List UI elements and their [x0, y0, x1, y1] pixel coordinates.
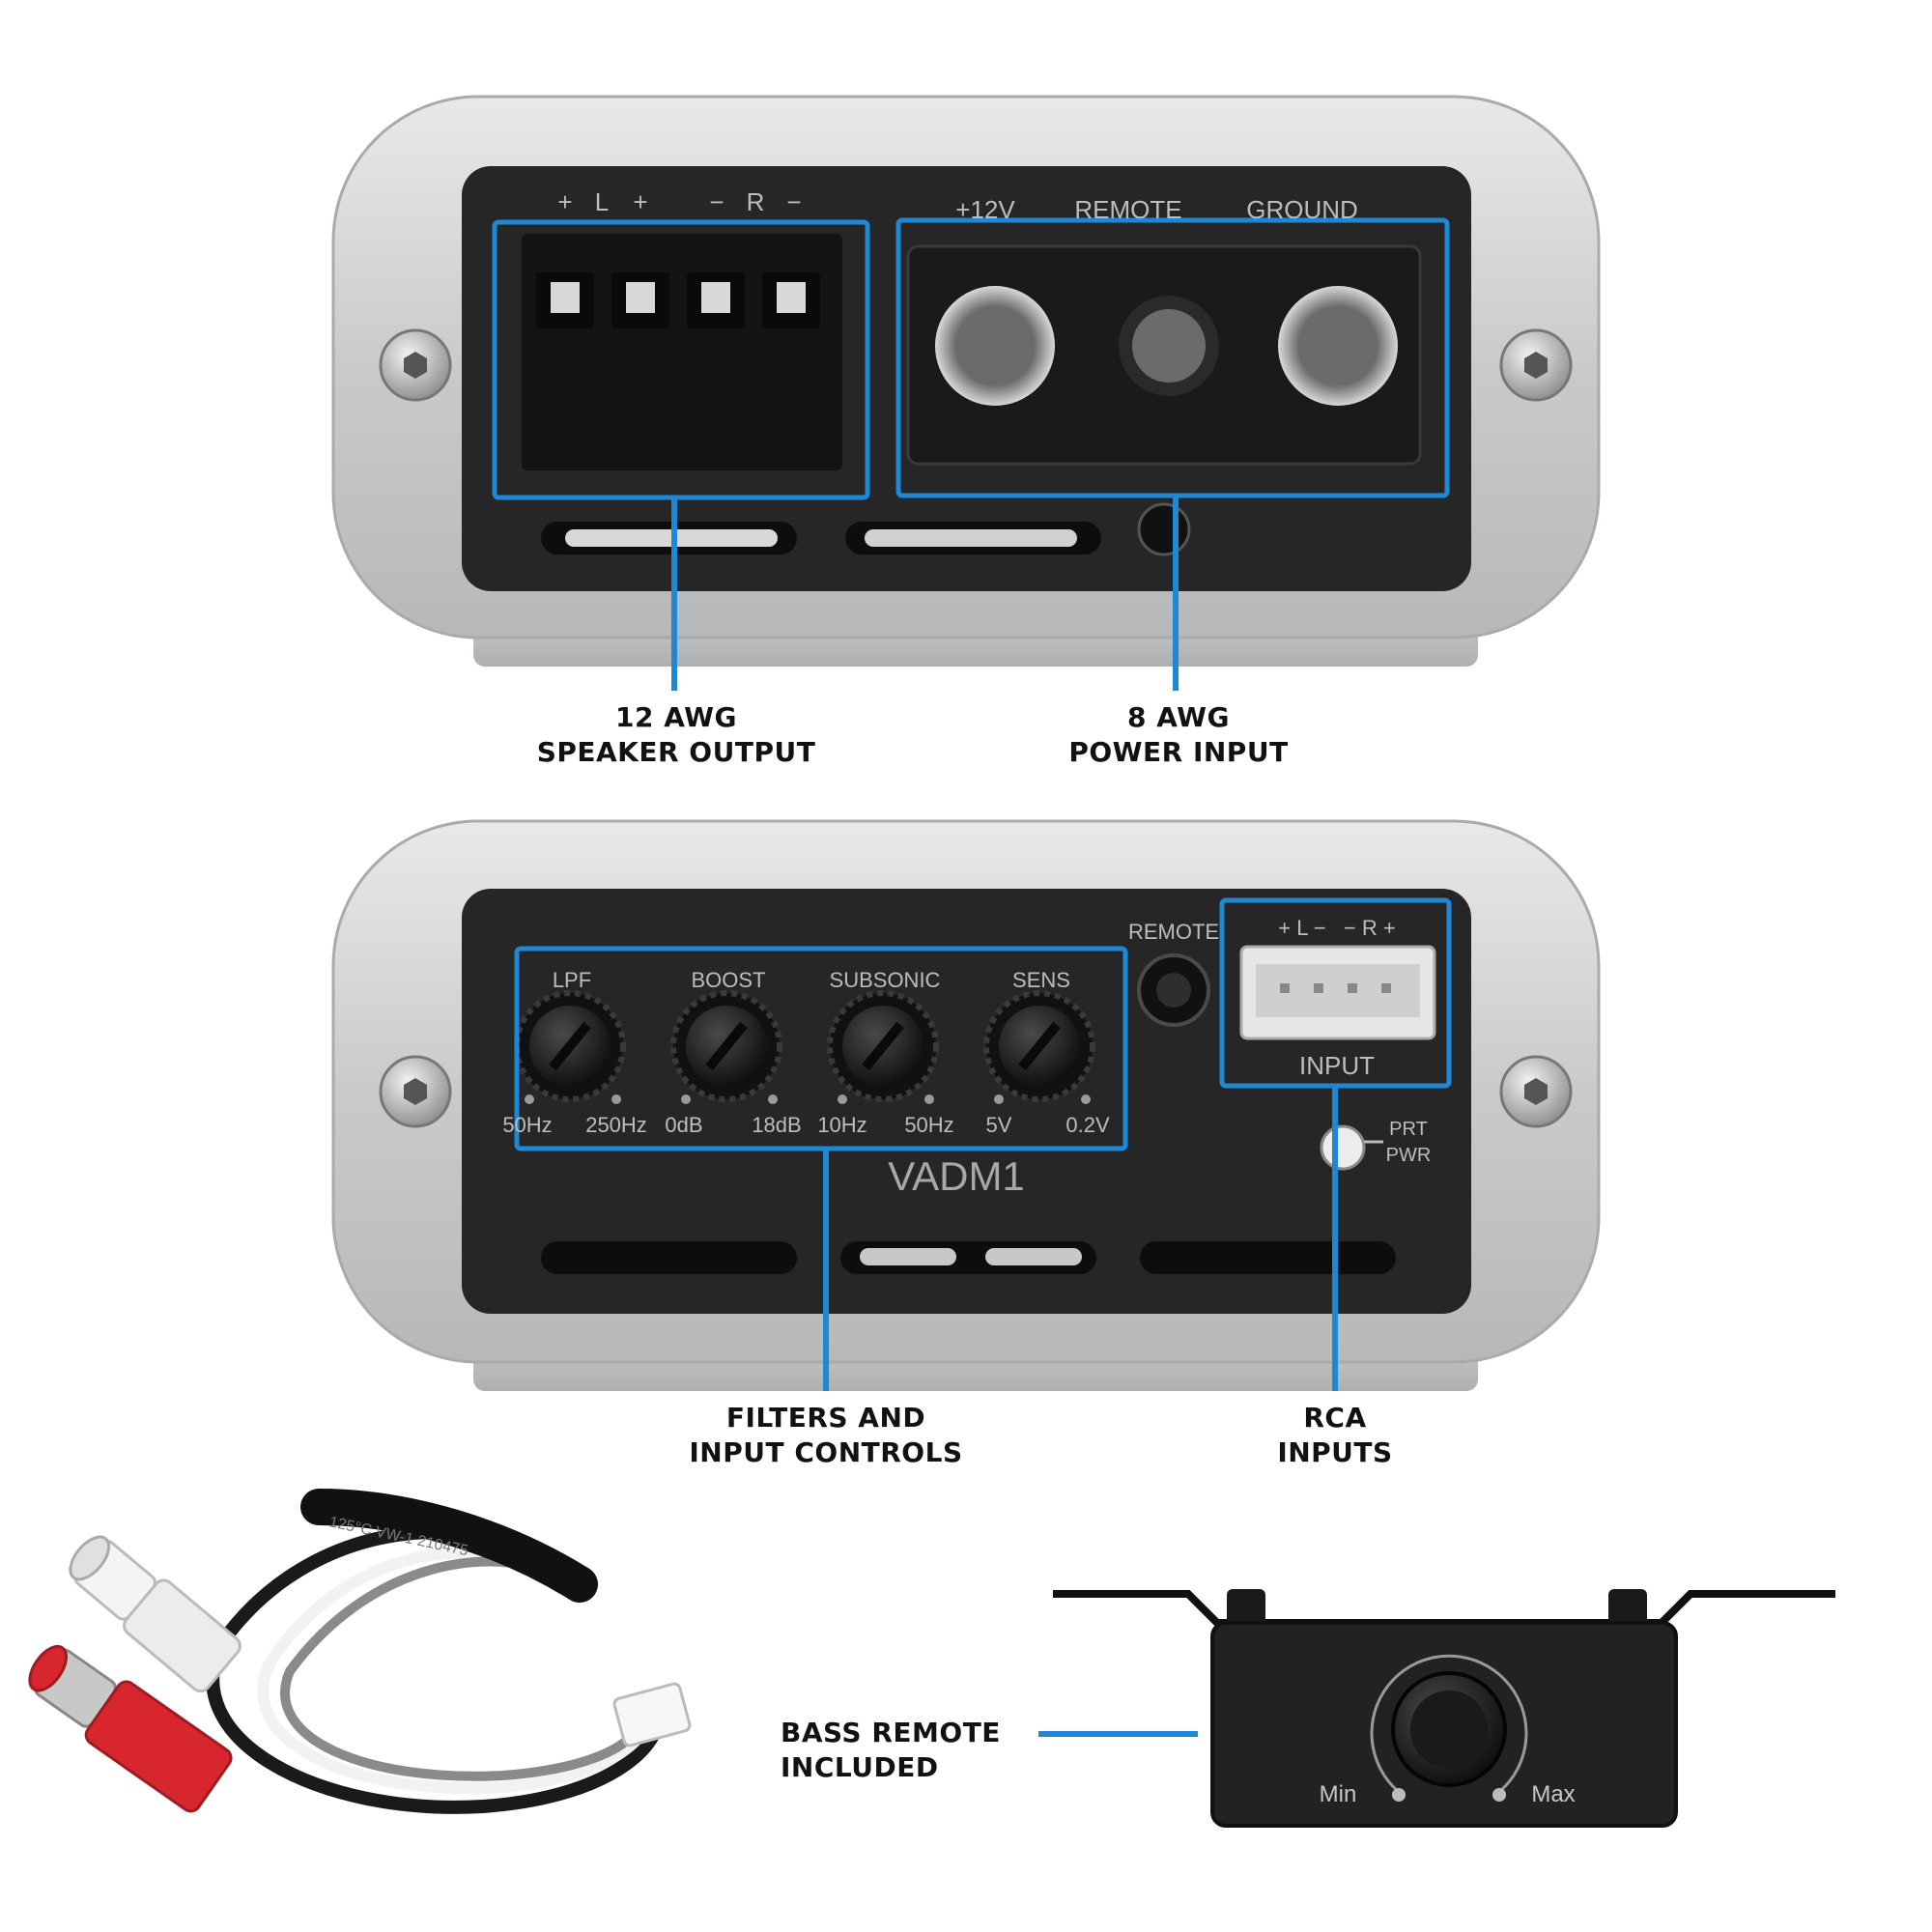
boost-min: 0dB [665, 1113, 702, 1137]
hex-socket-icon [404, 352, 427, 379]
speaker-output-callout: 12 AWG SPEAKER OUTPUT [522, 700, 831, 770]
vent-slot [541, 1241, 797, 1274]
input-label: INPUT [1299, 1051, 1375, 1080]
mounting-bracket [1053, 1590, 1835, 1627]
power-label-12v: +12V [955, 195, 1015, 224]
lpf-min: 50Hz [502, 1113, 552, 1137]
speaker-terminal-block [522, 234, 842, 470]
knob-label-lpf: LPF [553, 968, 591, 992]
speaker-terminal-slots [536, 272, 820, 328]
led-label-prt: PRT [1389, 1119, 1428, 1140]
bracket-tab-right [1608, 1589, 1647, 1626]
callout-line-1: RCA [1303, 1402, 1367, 1434]
speaker-label-r: R [747, 187, 765, 216]
power-input-callout: 8 AWG POWER INPUT [1043, 700, 1314, 770]
knob-sens [983, 990, 1095, 1102]
speaker-label-l: L [595, 187, 609, 216]
remote-scale-arc [1370, 1654, 1528, 1794]
speaker-output-highlight [492, 219, 870, 500]
callout-line-2: SPEAKER OUTPUT [536, 736, 816, 768]
vent-slot [865, 529, 1077, 547]
bass-remote: Min Max [1038, 1589, 1835, 1828]
hex-socket-icon [1524, 1078, 1548, 1105]
speaker-label-minus-left: − [709, 187, 724, 216]
knob-subsonic [827, 990, 939, 1102]
hex-socket-icon [1524, 352, 1548, 379]
speaker-label-plus-right: + [633, 187, 647, 216]
rca-cable: 125°C VW-1 210475 [28, 1489, 692, 1814]
boost-max: 18dB [752, 1113, 801, 1137]
rca-plug-white [69, 1535, 242, 1693]
knob-label-sens: SENS [1012, 968, 1070, 992]
knob-lpf [514, 990, 626, 1102]
remote-port-label: REMOTE [1128, 920, 1219, 944]
rca-plug-red [28, 1644, 233, 1813]
panel-screw-icon [1137, 502, 1191, 556]
vent-slot [860, 1248, 956, 1265]
bass-remote-callout: BASS REMOTE INCLUDED [781, 1716, 1032, 1785]
rca-inputs-callout: RCA INPUTS [1238, 1401, 1432, 1470]
power-label-ground: GROUND [1246, 195, 1358, 224]
vent-slot [985, 1248, 1082, 1265]
callout-line-2: INPUTS [1277, 1436, 1393, 1468]
remote-min-label: Min [1320, 1781, 1357, 1807]
model-label: VADM1 [888, 1153, 1025, 1199]
callout-line-2: POWER INPUT [1068, 736, 1289, 768]
filters-highlight [514, 946, 1128, 1151]
callout-line-1: 8 AWG [1126, 701, 1230, 733]
callout-line-1: BASS REMOTE [781, 1717, 1001, 1748]
callout-line-1: FILTERS AND [725, 1402, 926, 1434]
knob-label-subsonic: SUBSONIC [830, 968, 941, 992]
lpf-max: 250Hz [585, 1113, 647, 1137]
sens-max: 0.2V [1065, 1113, 1110, 1137]
callout-line-2: INPUT CONTROLS [689, 1436, 963, 1468]
knob-label-boost: BOOST [691, 968, 765, 992]
speaker-label-plus-left: + [557, 187, 572, 216]
bracket-tab-left [1227, 1589, 1265, 1626]
jst-connector [612, 1682, 692, 1747]
filters-callout: FILTERS AND INPUT CONTROLS [667, 1401, 985, 1470]
heat-shrink-sleeve [300, 1489, 598, 1603]
remote-max-label: Max [1531, 1781, 1575, 1807]
input-polarity-labels: + L − − R + [1278, 916, 1395, 940]
power-label-remote: REMOTE [1074, 195, 1181, 224]
hex-socket-icon [404, 1078, 427, 1105]
sens-min: 5V [986, 1113, 1012, 1137]
knob-boost [670, 990, 782, 1102]
callout-line-1: 12 AWG [615, 701, 737, 733]
status-led [1320, 1124, 1366, 1171]
top-amplifier: + L + − R − +12V REMOTE GROUND [331, 95, 1601, 691]
subsonic-max: 50Hz [904, 1113, 953, 1137]
speaker-label-minus-right: − [786, 187, 801, 216]
subsonic-min: 10Hz [817, 1113, 867, 1137]
led-label-pwr: PWR [1386, 1145, 1432, 1166]
bottom-amplifier: LPF BOOST SUBSONIC SENS 50Hz 250Hz 0dB 1… [331, 819, 1601, 1391]
callout-line-2: INCLUDED [781, 1751, 939, 1783]
vent-slot [1140, 1241, 1396, 1274]
